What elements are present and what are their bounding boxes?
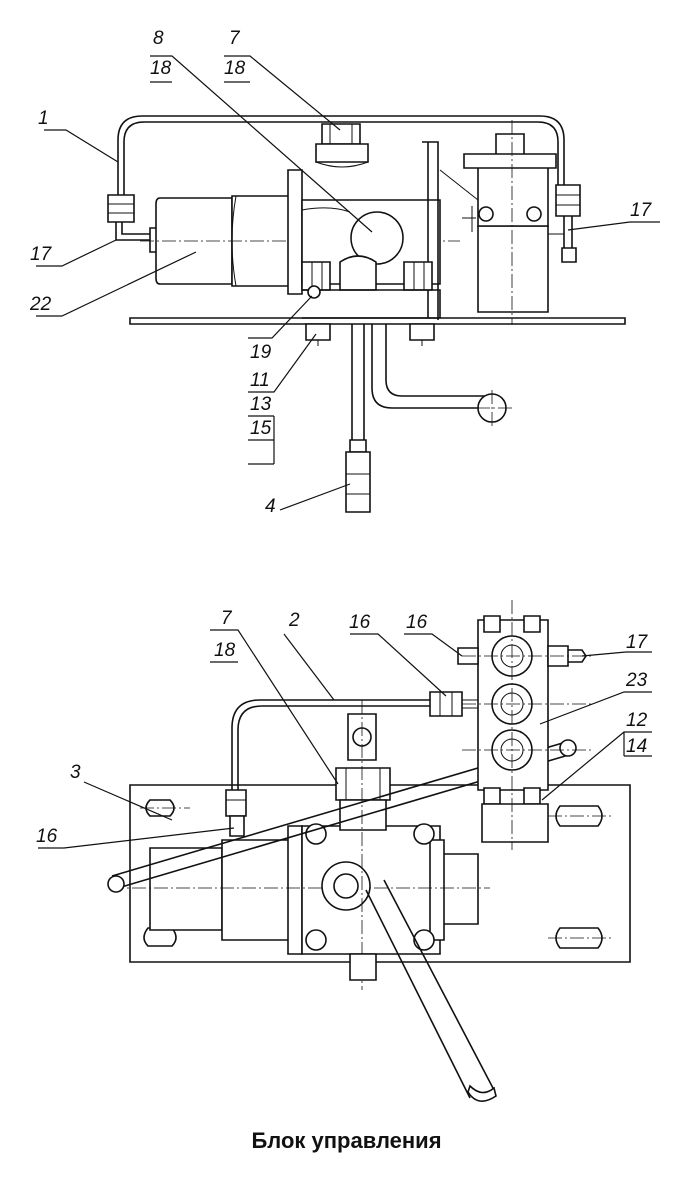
fitting-16-left [225, 789, 247, 817]
pipe-2 [231, 699, 430, 790]
plan-callout-18: 18 [214, 640, 236, 661]
callout-19: 19 [250, 342, 272, 363]
pipe-1-inner [123, 121, 559, 195]
fitting-4 [345, 451, 371, 513]
callout-17-right: 17 [630, 200, 652, 221]
callout-15: 15 [250, 418, 272, 439]
plan-base-plate [129, 784, 631, 963]
fitting-16-mid [429, 691, 463, 717]
callout-17-left: 17 [30, 244, 52, 265]
plan-callout-7: 7 [221, 608, 232, 629]
callout-1: 1 [38, 108, 49, 129]
flange [287, 169, 303, 295]
plan-callout-3: 3 [70, 762, 81, 783]
plan-callout-23: 23 [626, 670, 648, 691]
plan-leaders [38, 629, 652, 849]
plan-callout-16-a: 16 [349, 612, 371, 633]
plan-callout-17: 17 [626, 632, 648, 653]
callout-18-a: 18 [150, 58, 172, 79]
diagonal-pipe [365, 879, 495, 1099]
plan-view [107, 600, 631, 1102]
pipe-bend [371, 324, 486, 409]
callout-8: 8 [153, 28, 164, 49]
base-plate [129, 317, 626, 325]
callout-22: 22 [30, 294, 52, 315]
washer-19 [307, 285, 321, 299]
callout-7: 7 [229, 28, 240, 49]
plan-callout-16-c: 16 [36, 826, 58, 847]
figure-caption: Блок управления [251, 1128, 442, 1153]
callout-4: 4 [265, 496, 276, 517]
right-fitting [555, 184, 581, 217]
elevation-leaders [36, 55, 660, 511]
plan-nut-7 [335, 767, 391, 801]
plan-callout-12: 12 [626, 710, 648, 731]
callout-18-b: 18 [224, 58, 246, 79]
callout-11: 11 [250, 370, 270, 391]
pipe-down [351, 324, 365, 440]
plan-callout-2: 2 [289, 610, 300, 631]
bolt-11 [305, 323, 331, 341]
pipe-1 [117, 115, 565, 195]
callout-13: 13 [250, 394, 272, 415]
plan-callout-16-b: 16 [406, 612, 428, 633]
plan-callout-14: 14 [626, 736, 648, 757]
